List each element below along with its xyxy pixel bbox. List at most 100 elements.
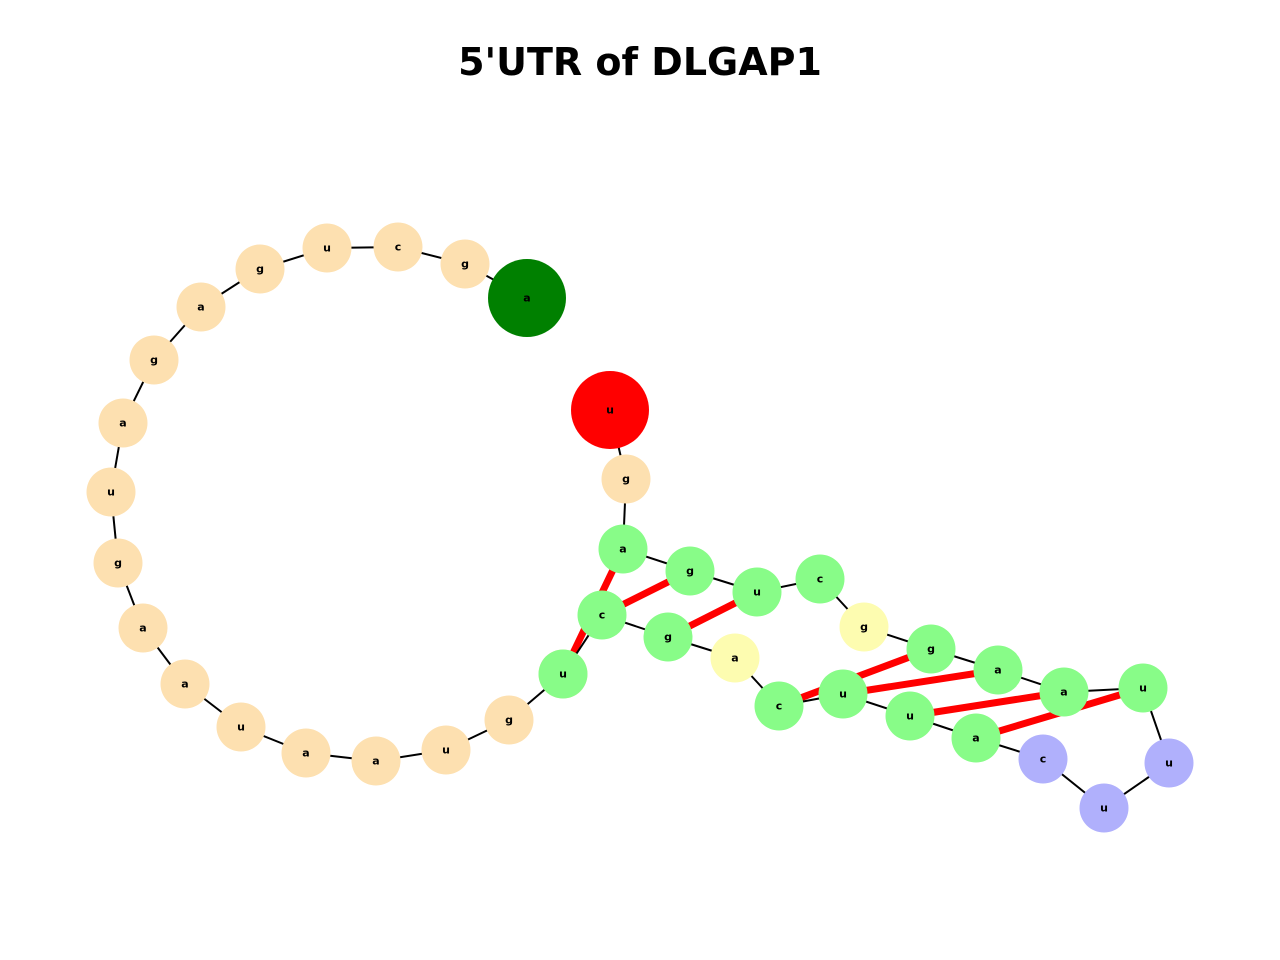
nucleotide-label: u xyxy=(906,710,914,723)
nucleotide-nodes: agcugagaugaauaaugaucgacuuacuuuaaggcugagu xyxy=(86,222,1194,833)
nucleotide-circle xyxy=(281,728,331,778)
nucleotide-label: c xyxy=(395,241,402,254)
nucleotide-node: g xyxy=(440,239,490,289)
nucleotide-node: c xyxy=(577,590,627,640)
nucleotide-label: u xyxy=(323,242,331,255)
nucleotide-label: a xyxy=(197,301,204,314)
nucleotide-label: u xyxy=(107,486,115,499)
nucleotide-circle xyxy=(1144,738,1194,788)
nucleotide-circle xyxy=(302,223,352,273)
nucleotide-label: u xyxy=(839,688,847,701)
diagram-title: 5'UTR of DLGAP1 xyxy=(458,40,822,84)
nucleotide-circle xyxy=(421,725,471,775)
nucleotide-circle xyxy=(538,649,588,699)
nucleotide-circle xyxy=(216,702,266,752)
nucleotide-circle xyxy=(1118,663,1168,713)
nucleotide-node: c xyxy=(795,554,845,604)
nucleotide-node: a xyxy=(598,524,648,574)
nucleotide-circle xyxy=(818,669,868,719)
nucleotide-circle xyxy=(1018,734,1068,784)
nucleotide-circle xyxy=(885,691,935,741)
nucleotide-node: a xyxy=(951,713,1001,763)
nucleotide-label: a xyxy=(994,664,1001,677)
nucleotide-label: a xyxy=(372,755,379,768)
nucleotide-label: g xyxy=(150,354,158,367)
base-pair-bond xyxy=(842,666,999,698)
nucleotide-circle xyxy=(351,736,401,786)
nucleotide-node: a xyxy=(1039,667,1089,717)
nucleotide-circle xyxy=(643,612,693,662)
nucleotide-node: c xyxy=(754,681,804,731)
nucleotide-node: u xyxy=(732,567,782,617)
nucleotide-circle xyxy=(732,567,782,617)
nucleotide-circle xyxy=(98,398,148,448)
nucleotide-node: g xyxy=(235,244,285,294)
nucleotide-circle xyxy=(129,335,179,385)
nucleotide-circle xyxy=(577,590,627,640)
nucleotide-circle xyxy=(176,282,226,332)
nucleotide-circle xyxy=(601,454,651,504)
nucleotide-node: g xyxy=(129,335,179,385)
nucleotide-circle xyxy=(160,659,210,709)
nucleotide-label: g xyxy=(927,643,935,656)
nucleotide-label: g xyxy=(664,631,672,644)
nucleotide-circle xyxy=(373,222,423,272)
nucleotide-node: a xyxy=(176,282,226,332)
nucleotide-node: g xyxy=(906,624,956,674)
nucleotide-node: u xyxy=(1118,663,1168,713)
nucleotide-label: g xyxy=(860,621,868,634)
three-prime-end-node: u xyxy=(571,371,649,449)
nucleotide-label: u xyxy=(559,668,567,681)
nucleotide-label: a xyxy=(619,543,626,556)
nucleotide-node: g xyxy=(839,602,889,652)
nucleotide-circle xyxy=(235,244,285,294)
nucleotide-circle xyxy=(795,554,845,604)
nucleotide-node: g xyxy=(484,695,534,745)
base-pair-bond xyxy=(909,688,1065,720)
nucleotide-label: u xyxy=(442,744,450,757)
nucleotide-node: u xyxy=(538,649,588,699)
nucleotide-label: c xyxy=(776,700,783,713)
nucleotide-label: c xyxy=(599,609,606,622)
nucleotide-node: u xyxy=(86,467,136,517)
nucleotide-label: g xyxy=(256,263,264,276)
nucleotide-label: a xyxy=(139,622,146,635)
nucleotide-label: c xyxy=(1040,753,1047,766)
nucleotide-node: a xyxy=(351,736,401,786)
nucleotide-circle xyxy=(1079,783,1129,833)
nucleotide-node: g xyxy=(643,612,693,662)
nucleotide-label: a xyxy=(972,732,979,745)
nucleotide-node: u xyxy=(818,669,868,719)
nucleotide-label: u xyxy=(606,404,614,417)
nucleotide-label: u xyxy=(1139,682,1147,695)
nucleotide-circle xyxy=(488,259,566,337)
nucleotide-node: a xyxy=(973,645,1023,695)
nucleotide-circle xyxy=(906,624,956,674)
nucleotide-node: u xyxy=(421,725,471,775)
nucleotide-label: g xyxy=(505,714,513,727)
nucleotide-node: c xyxy=(1018,734,1068,784)
nucleotide-label: u xyxy=(1165,757,1173,770)
nucleotide-label: g xyxy=(114,557,122,570)
nucleotide-label: g xyxy=(622,473,630,486)
nucleotide-node: a xyxy=(160,659,210,709)
nucleotide-circle xyxy=(118,603,168,653)
nucleotide-circle xyxy=(665,546,715,596)
nucleotide-label: a xyxy=(731,652,738,665)
nucleotide-node: a xyxy=(98,398,148,448)
nucleotide-circle xyxy=(571,371,649,449)
nucleotide-circle xyxy=(440,239,490,289)
nucleotide-label: a xyxy=(181,678,188,691)
nucleotide-circle xyxy=(93,538,143,588)
nucleotide-circle xyxy=(973,645,1023,695)
nucleotide-node: g xyxy=(665,546,715,596)
backbone-links xyxy=(110,246,1170,809)
nucleotide-circle xyxy=(754,681,804,731)
nucleotide-label: u xyxy=(1100,802,1108,815)
nucleotide-circle xyxy=(598,524,648,574)
nucleotide-circle xyxy=(839,602,889,652)
nucleotide-circle xyxy=(1039,667,1089,717)
nucleotide-label: g xyxy=(686,565,694,578)
nucleotide-label: a xyxy=(302,747,309,760)
nucleotide-node: a xyxy=(710,633,760,683)
